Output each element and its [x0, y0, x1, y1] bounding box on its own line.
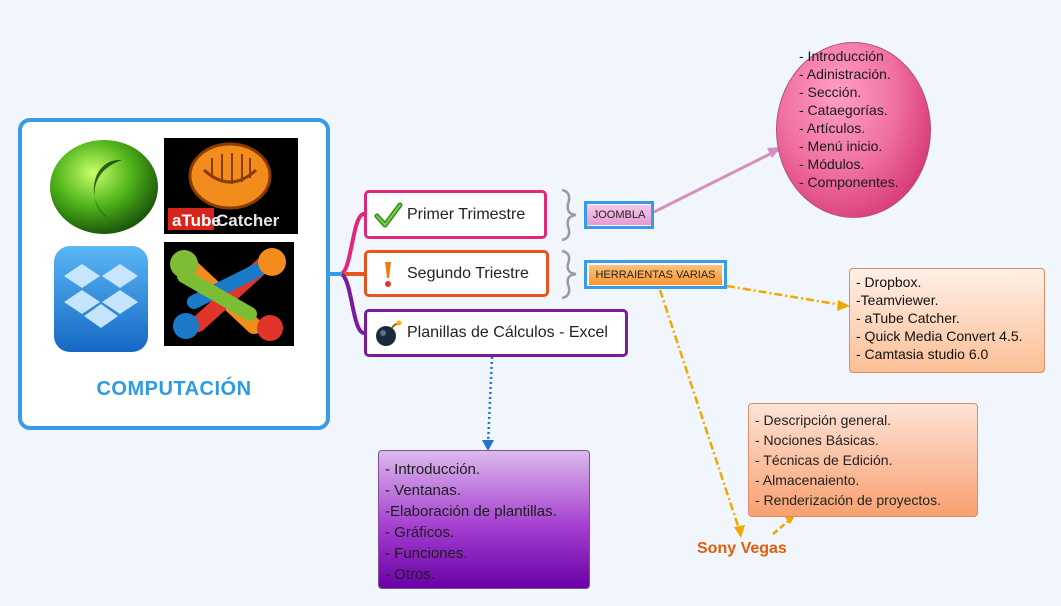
list-item: - Quick Media Convert 4.5.: [856, 328, 1023, 344]
list-item: -Teamviewer.: [856, 292, 939, 308]
connector-branch-1: [330, 212, 365, 276]
brace-joomla: [561, 188, 577, 242]
tools-list-note[interactable]: - Dropbox. -Teamviewer. - aTube Catcher.…: [849, 268, 1045, 373]
list-item: - Gráficos.: [385, 524, 455, 541]
atube-text: aTube: [172, 211, 221, 230]
tag-herramientas[interactable]: HERRAIENTAS VARIAS: [584, 260, 727, 289]
list-item: - Artículos.: [799, 120, 866, 136]
list-item: - Introducción: [799, 48, 884, 64]
list-item: - Técnicas de Edición.: [755, 452, 893, 468]
list-item: - Dropbox.: [856, 274, 922, 290]
logo-grid: aTube Catcher: [40, 134, 306, 360]
camtasia-logo: [48, 138, 160, 236]
list-item: - Nociones Básicas.: [755, 432, 879, 448]
brace-herr: [561, 249, 577, 300]
arrow-joomla: [653, 148, 779, 214]
list-item: - aTube Catcher.: [856, 310, 960, 326]
list-item: - Adinistración.: [799, 66, 891, 82]
branch-label: Segundo Triestre: [407, 264, 529, 282]
exclamation-icon: [385, 261, 391, 287]
branch-planillas-excel[interactable]: Planillas de Cálculos - Excel: [364, 309, 628, 357]
list-item: - Componentes.: [799, 174, 899, 190]
arrowhead-tools: [837, 300, 850, 311]
checkmark-icon: [374, 202, 403, 227]
dropbox-logo: [52, 244, 150, 354]
atube-catcher-logo: aTube Catcher: [164, 138, 298, 234]
excel-topics-note[interactable]: - Introducción. - Ventanas. -Elaboración…: [378, 450, 590, 589]
central-title: COMPUTACIÓN: [96, 378, 252, 400]
list-item: - Módulos.: [799, 156, 865, 172]
tag-joomla-label: JOOMBLA: [586, 205, 652, 225]
connector-branch-3: [330, 272, 365, 335]
arrow-sony-label: [658, 289, 742, 533]
list-item: -Elaboración de plantillas.: [385, 503, 557, 520]
branch-label: Planillas de Cálculos - Excel: [407, 324, 608, 341]
tag-herramientas-label: HERRAIENTAS VARIAS: [589, 264, 722, 285]
list-item: - Sección.: [799, 84, 862, 100]
arrowhead-sony-label: [734, 525, 745, 538]
branch-label: Primer Trimestre: [407, 205, 526, 223]
list-item: - Funciones.: [385, 545, 468, 562]
branch-segundo-triestre[interactable]: Segundo Triestre: [364, 250, 549, 297]
list-item: - Introducción.: [385, 461, 481, 478]
list-item: - Camtasia studio 6.0: [856, 346, 989, 362]
arrowhead-excel: [482, 440, 494, 451]
list-item: - Renderización de proyectos.: [755, 492, 941, 508]
list-item: - Otros.: [385, 566, 436, 583]
sony-vegas-label[interactable]: Sony Vegas: [697, 540, 787, 557]
list-item: - Menú inicio.: [799, 138, 883, 154]
joomla-logo: [164, 242, 294, 346]
list-item: - Descripción general.: [755, 412, 892, 428]
bomb-icon: [376, 320, 402, 346]
tag-joomla[interactable]: JOOMBLA: [584, 201, 654, 229]
list-item: - Cataegorías.: [799, 102, 888, 118]
list-item: - Almacenaiento.: [755, 472, 860, 488]
sony-vegas-note[interactable]: - Descripción general. - Nociones Básica…: [748, 403, 978, 517]
branch-primer-trimestre[interactable]: Primer Trimestre: [364, 190, 547, 239]
joomla-topics-note[interactable]: - Introducción - Adinistración. - Secció…: [776, 42, 931, 218]
arrow-tools: [726, 284, 849, 308]
catcher-text: Catcher: [216, 211, 280, 230]
arrow-excel: [486, 356, 494, 445]
list-item: - Ventanas.: [385, 482, 461, 499]
